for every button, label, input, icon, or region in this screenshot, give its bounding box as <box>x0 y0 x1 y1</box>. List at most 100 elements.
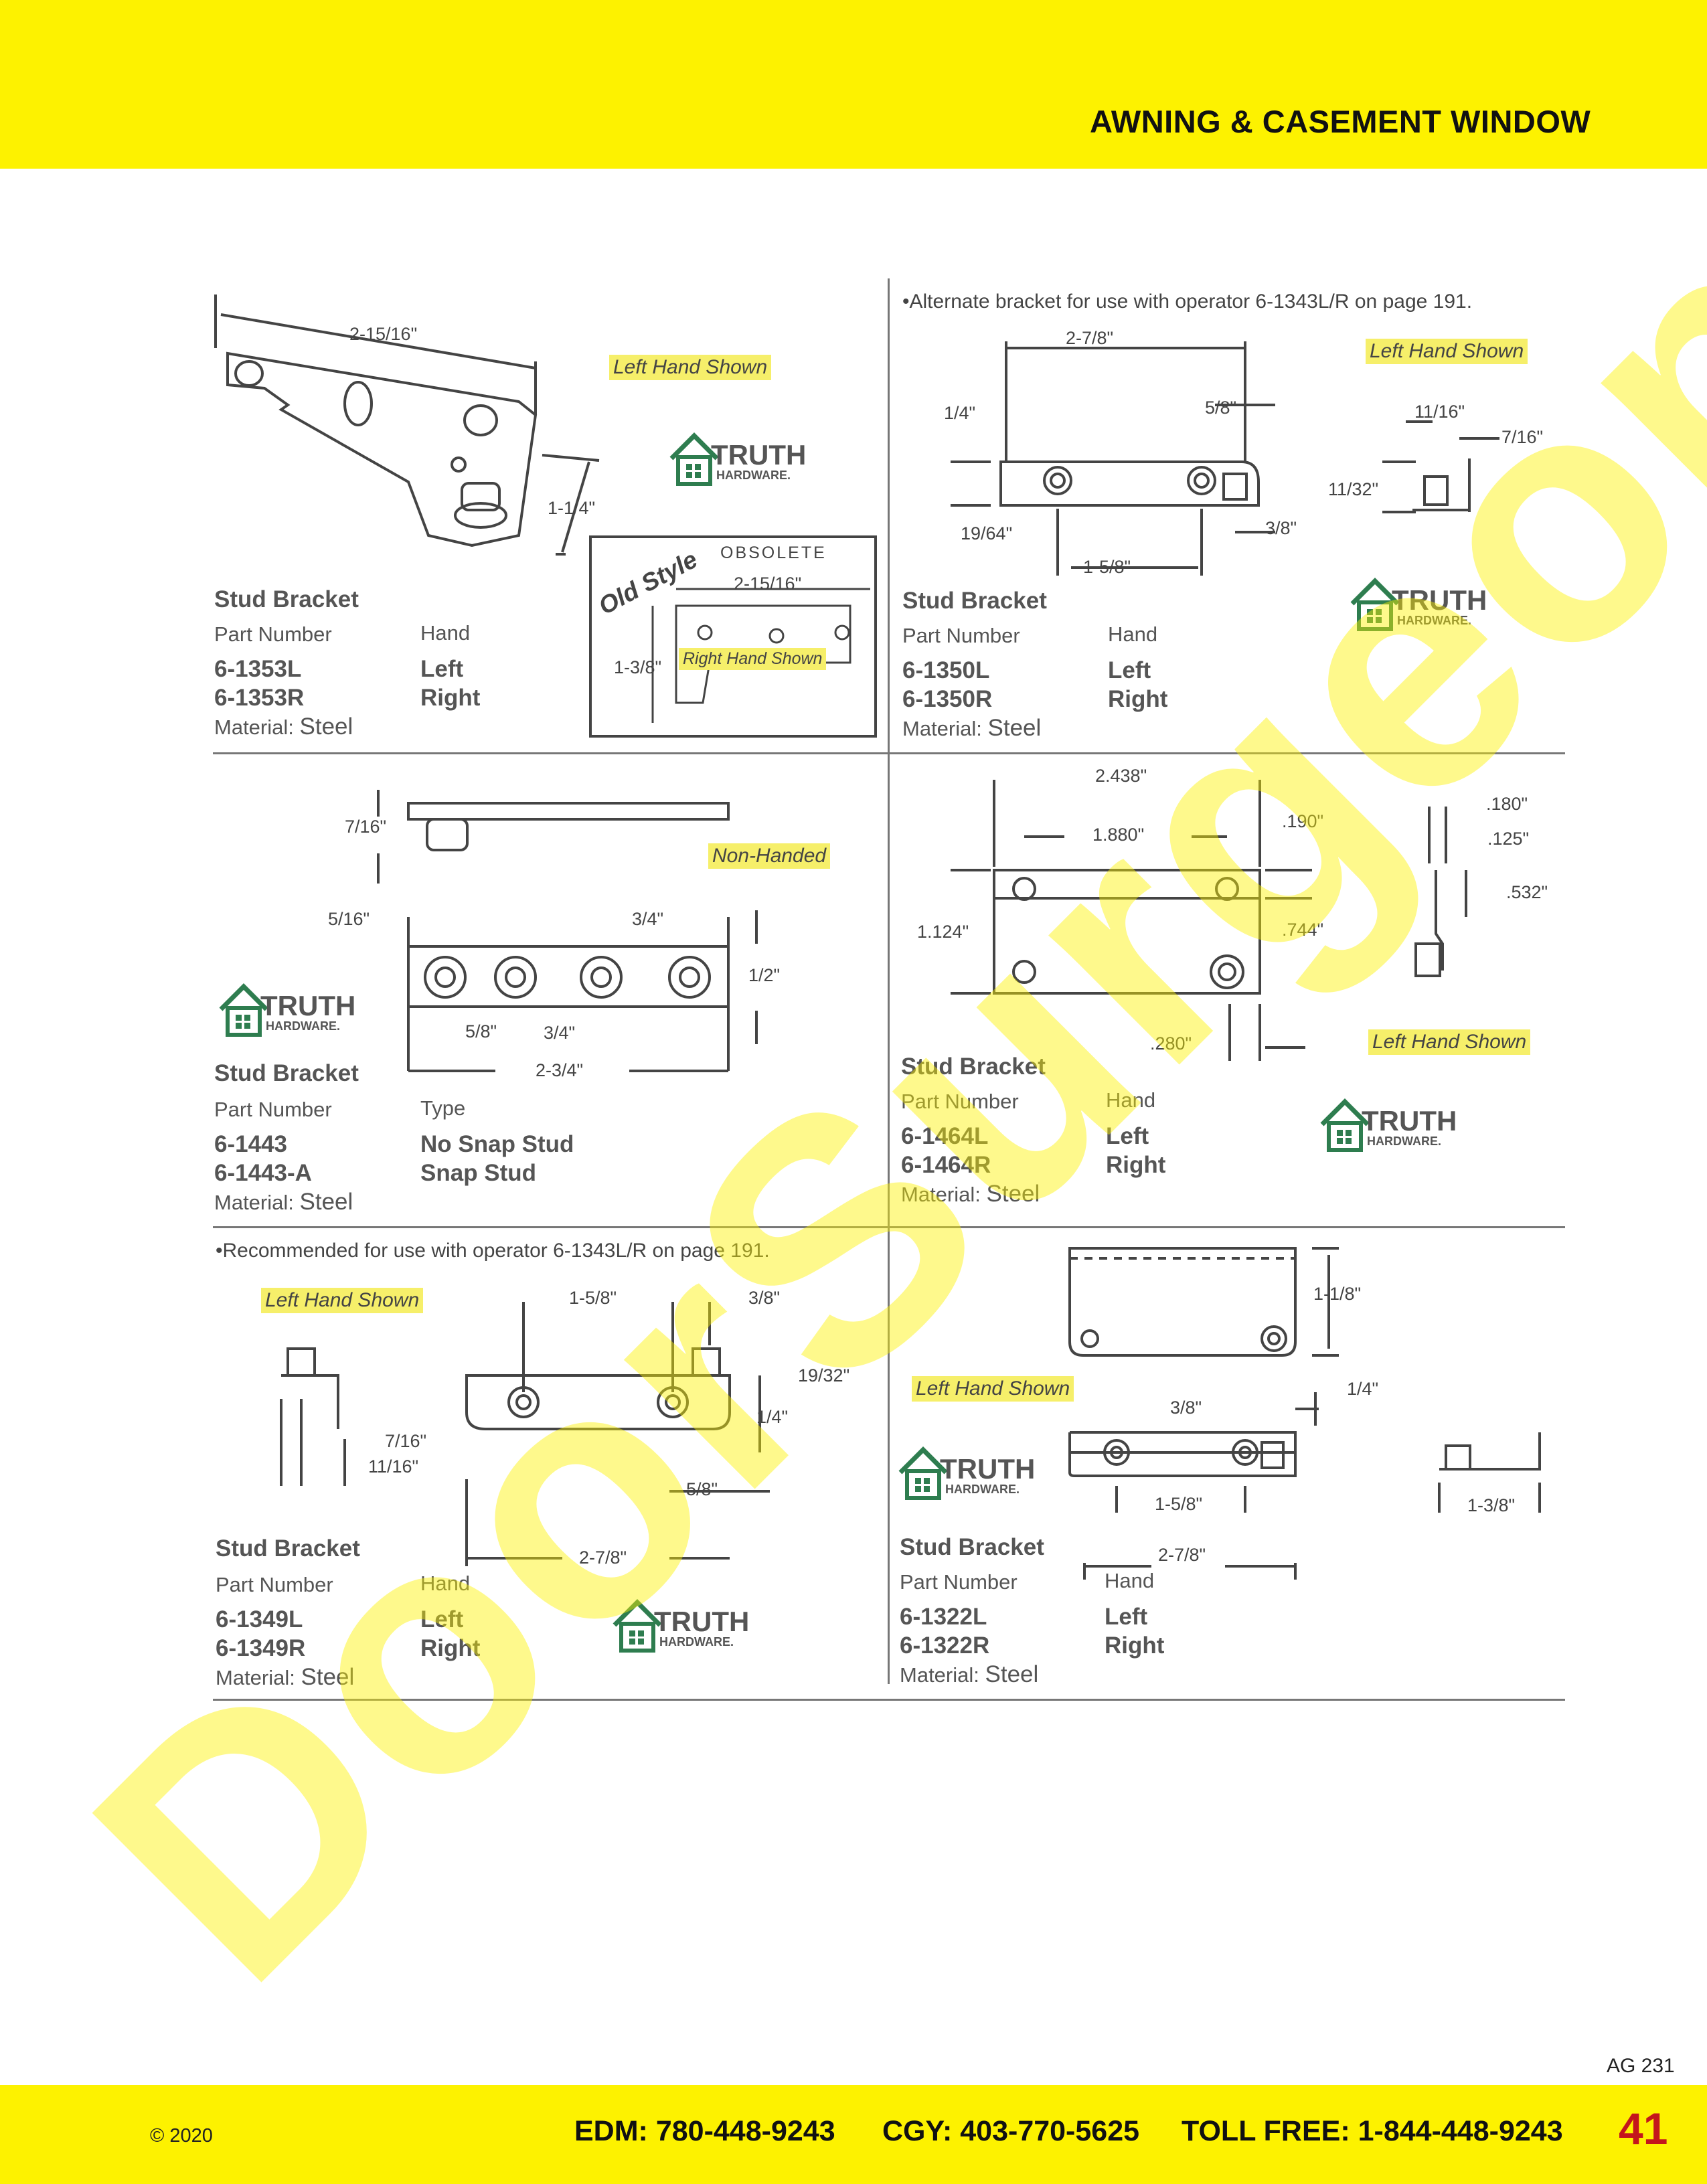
row-divider <box>213 1699 1565 1701</box>
part-number-header: Part Number <box>214 1098 332 1121</box>
part-number-header: Part Number <box>900 1570 1018 1594</box>
p5-bracket-drawing <box>280 1302 770 1566</box>
type-value: No Snap Stud <box>420 1131 574 1157</box>
hand-shown-label: Left Hand Shown <box>1368 1029 1531 1055</box>
tollfree-phone[interactable]: TOLL FREE: 1-844-448-9243 <box>1182 2115 1563 2147</box>
part-number: 6-1322R <box>900 1632 990 1659</box>
part-number: 6-1349R <box>216 1635 306 1661</box>
part-number: 6-1464L <box>901 1123 989 1149</box>
material: Material: Steel <box>214 713 353 740</box>
dimension-label: 1/4" <box>1347 1379 1379 1399</box>
truth-logo: TRUTH HARDWARE. <box>1392 584 1487 628</box>
dimension-label: 5/8" <box>686 1479 718 1499</box>
dimension-label: 2-7/8" <box>579 1547 627 1568</box>
dimension-label: 1-3/8" <box>614 657 662 677</box>
note: •Recommended for use with operator 6-134… <box>216 1240 770 1262</box>
p3-bracket-drawing <box>377 790 758 1072</box>
dimension-label: 2-7/8" <box>1158 1545 1206 1565</box>
dimension-label: 3/4" <box>544 1023 576 1043</box>
material: Material: Steel <box>214 1189 353 1215</box>
hand-value: Left <box>420 656 464 682</box>
hand-shown-label: Non-Handed <box>708 843 831 869</box>
dimension-label: 1-1/8" <box>1313 1284 1362 1304</box>
dimension-label: 2-15/16" <box>349 324 418 344</box>
dimension-label: .532" <box>1506 882 1548 902</box>
part-number: 6-1464R <box>901 1152 991 1178</box>
material: Material: Steel <box>216 1664 355 1690</box>
hand-value: Left <box>1105 1604 1148 1630</box>
product-title: Stud Bracket <box>901 1054 1046 1080</box>
hand-header: Hand <box>420 1572 471 1595</box>
hand-value: Right <box>1105 1632 1165 1659</box>
truth-logo-icon <box>671 436 717 484</box>
dimension-label: 7/16" <box>1501 427 1544 447</box>
hand-header: Hand <box>1106 1088 1156 1112</box>
dimension-label: 7/16" <box>345 817 387 837</box>
dimension-label: 2-3/4" <box>536 1060 584 1080</box>
hand-value: Left <box>420 1606 464 1632</box>
dimension-label: 11/32" <box>1328 479 1379 499</box>
dimension-label: 5/8" <box>465 1021 497 1041</box>
dimension-label: 5/8" <box>1205 398 1237 418</box>
product-title: Stud Bracket <box>214 1060 359 1086</box>
part-number: 6-1443-A <box>214 1160 312 1186</box>
note: •Alternate bracket for use with operator… <box>902 290 1473 313</box>
part-number-header: Part Number <box>902 624 1020 647</box>
dimension-label: 1-5/8" <box>569 1288 617 1308</box>
hand-value: Right <box>1106 1152 1166 1178</box>
edm-phone[interactable]: EDM: 780-448-9243 <box>574 2115 835 2147</box>
hand-shown-label: Left Hand Shown <box>1366 339 1528 364</box>
product-title: Stud Bracket <box>902 588 1047 614</box>
dimension-label: 19/32" <box>798 1365 850 1385</box>
part-number: 6-1322L <box>900 1604 987 1630</box>
truth-logo: TRUTH HARDWARE. <box>260 990 356 1033</box>
dimension-label: 2-15/16" <box>734 574 802 594</box>
dimension-label: 1-5/8" <box>1155 1494 1203 1514</box>
part-number: 6-1350L <box>902 657 990 683</box>
type-header: Type <box>420 1096 466 1120</box>
dimension-label: 3/8" <box>748 1288 781 1308</box>
dimension-label: 2.438" <box>1095 766 1147 786</box>
hand-value: Right <box>420 685 481 711</box>
hand-header: Hand <box>1105 1569 1155 1592</box>
cgy-phone[interactable]: CGY: 403-770-5625 <box>882 2115 1140 2147</box>
dimension-label: 1.880" <box>1092 825 1145 845</box>
dimension-label: 1.124" <box>917 922 969 942</box>
dimension-label: 1/4" <box>756 1407 789 1427</box>
dimension-label: .280" <box>1150 1033 1192 1054</box>
p4-bracket-drawing <box>951 780 1467 1061</box>
truth-logo: TRUTH HARDWARE. <box>940 1453 1036 1497</box>
dimension-label: 1-3/8" <box>1467 1495 1516 1515</box>
hand-shown-label: Left Hand Shown <box>261 1288 424 1313</box>
dimension-label: 1/2" <box>748 965 781 985</box>
truth-logo-icon <box>221 987 266 1035</box>
dimension-label: 1-5/8" <box>1083 557 1131 577</box>
material: Material: Steel <box>902 715 1042 741</box>
part-number: 6-1349L <box>216 1606 303 1632</box>
dimension-label: 3/4" <box>632 909 664 929</box>
dimension-label: 7/16" <box>385 1431 427 1451</box>
page-number: 41 <box>1619 2104 1668 2153</box>
dimension-label: 3/8" <box>1170 1398 1202 1418</box>
row-divider <box>213 752 1565 754</box>
catalog-page-ref: AG 231 <box>1607 2055 1675 2077</box>
obsolete-label: OBSOLETE <box>720 543 827 562</box>
header-bar <box>0 0 1707 169</box>
hand-value: Right <box>1108 686 1168 712</box>
vertical-divider <box>888 278 890 1684</box>
product-title: Stud Bracket <box>900 1534 1044 1560</box>
dimension-label: 3/8" <box>1265 518 1297 538</box>
part-number: 6-1353R <box>214 685 305 711</box>
type-value: Snap Stud <box>420 1160 537 1186</box>
truth-logo-icon <box>1322 1102 1368 1150</box>
truth-logo: TRUTH HARDWARE. <box>711 439 807 483</box>
section-title: AWNING & CASEMENT WINDOW <box>1090 104 1591 139</box>
dimension-label: .190" <box>1282 811 1324 831</box>
hand-header: Hand <box>420 621 471 645</box>
copyright: © 2020 <box>150 2125 213 2147</box>
material: Material: Steel <box>901 1181 1040 1207</box>
truth-logo: TRUTH HARDWARE. <box>654 1606 750 1649</box>
material: Material: Steel <box>900 1661 1039 1687</box>
dimension-label: .125" <box>1487 829 1530 849</box>
